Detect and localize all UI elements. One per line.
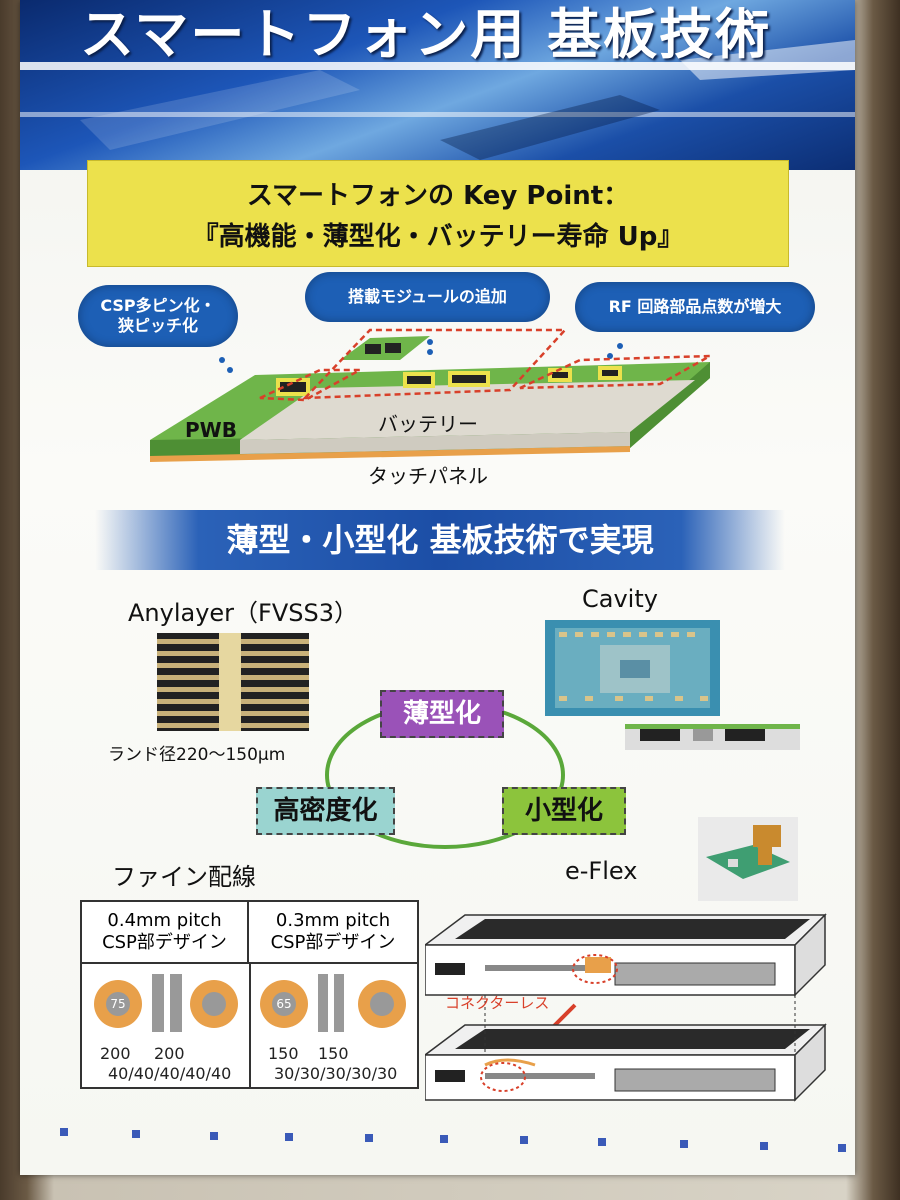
poster-header: スマートフォン用 基板技術 [20,0,855,170]
cloud-rf: RF 回路部品点数が増大 [575,282,815,332]
footer-dot [132,1130,140,1138]
connector-less-label: コネクターレス [445,994,550,1012]
cycle-density: 高密度化 [256,787,395,835]
footer-dot [598,1138,606,1146]
left-lines: 40/40/40/40/40 [108,1064,232,1083]
anylayer-photo [157,633,309,731]
fine-wiring-table: 0.4mm pitch CSP部デザイン 0.3mm pitch CSP部デザイ… [80,900,419,1089]
trace [152,974,164,1032]
footer-dot [440,1135,448,1143]
board-illustration [150,328,711,462]
cloud-csp: CSP多ピン化・ 狭ピッチ化 [78,285,238,347]
header-stripe [20,62,855,70]
pad-left-size: 75 [106,992,130,1016]
key-point-box: スマートフォンの Key Point： 『高機能・薄型化・バッテリー寿命 Up』 [87,160,789,267]
footer-dot [365,1134,373,1142]
header-stripe [20,112,855,117]
anylayer-caption: ランド径220～150μm [108,745,286,765]
anylayer-title: Anylayer（FVSS3） [128,599,359,627]
fine-right-header: 0.3mm pitch CSP部デザイン [249,902,417,964]
key-point-line2: 『高機能・薄型化・バッテリー寿命 Up』 [192,222,684,252]
eflex-title: e-Flex [565,857,638,885]
fine-wiring-title: ファイン配線 [112,863,256,891]
eflex-illustration [425,913,827,1102]
trace [334,974,344,1032]
key-point-line1: スマートフォンの Key Point： [246,181,630,211]
fine-divider [249,964,251,1087]
section-banner: 薄型・小型化 基板技術で実現 [95,510,785,570]
left-dim2: 200 [154,1044,185,1063]
eflex-photo [698,817,798,901]
right-dim2: 150 [318,1044,349,1063]
footer-dot [285,1133,293,1141]
cycle-thin: 薄型化 [380,690,504,738]
pad-right-b [358,980,406,1028]
cavity-photo [545,620,720,716]
footer-dot [210,1132,218,1140]
cavity-title: Cavity [582,585,658,613]
pad-left-a: 75 [94,980,142,1028]
left-dim1: 200 [100,1044,131,1063]
trace [318,974,328,1032]
page-title: スマートフォン用 基板技術 [80,3,772,66]
right-dim1: 150 [268,1044,299,1063]
cycle-small: 小型化 [502,787,626,835]
fine-left-header: 0.4mm pitch CSP部デザイン [82,902,249,964]
footer-dot [520,1136,528,1144]
touch-panel-label: タッチパネル [368,464,488,488]
footer-dot [838,1144,846,1152]
battery-label: バッテリー [378,412,478,436]
footer-dot [760,1142,768,1150]
header-decoration [80,40,855,160]
pad-right-size: 65 [272,992,296,1016]
cloud-module: 搭載モジュールの追加 [305,272,550,322]
pwb-label: PWB [185,418,237,442]
footer-dot [60,1128,68,1136]
poster-panel: スマートフォン用 基板技術 スマートフォンの Key Point： 『高機能・薄… [20,0,855,1175]
cavity-cross-section [625,724,800,750]
trace [170,974,182,1032]
footer-dot [680,1140,688,1148]
pad-left-b [190,980,238,1028]
pad-right-a: 65 [260,980,308,1028]
right-lines: 30/30/30/30/30 [274,1064,398,1083]
